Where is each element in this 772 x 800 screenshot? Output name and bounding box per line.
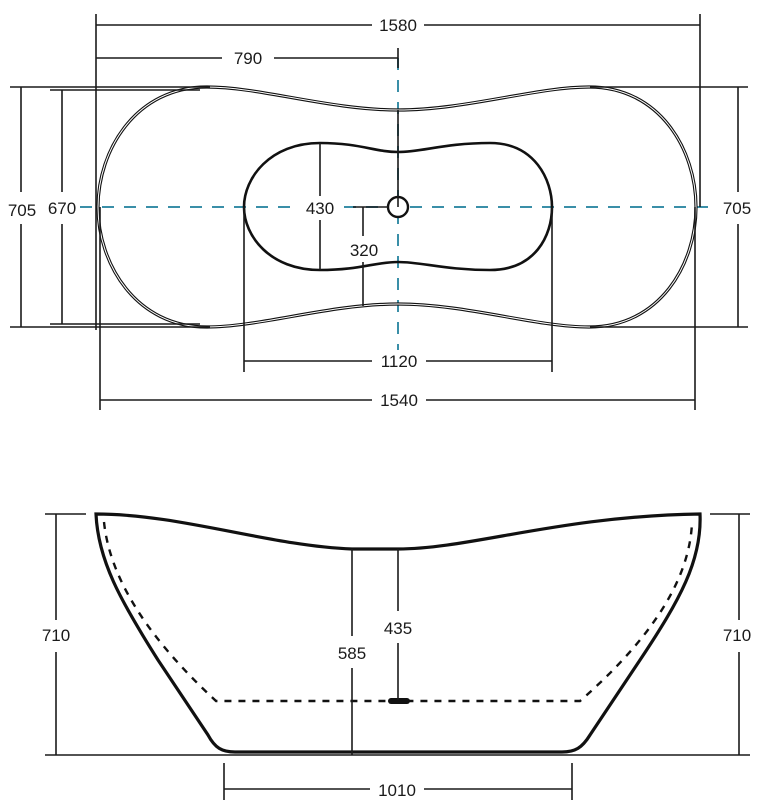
drain-plug-icon [388,698,410,704]
label-705-right: 705 [723,199,751,218]
dim-height-left: 710 [42,513,86,755]
dim-width-right: 705 [590,86,751,328]
side-view: 710 710 585 435 1010 [42,512,751,800]
top-view: 1580 790 705 670 [8,14,751,411]
dim-basin-width: 430 [300,143,340,270]
label-1580: 1580 [379,16,417,35]
dim-center-rim-height: 585 [338,549,366,755]
dim-base-length-top: 1540 [99,207,696,411]
label-435: 435 [384,619,412,638]
label-585: 585 [338,644,366,663]
label-710-right: 710 [723,626,751,645]
label-670: 670 [48,199,76,218]
label-1540: 1540 [380,391,418,410]
dim-waist-width: 320 [350,206,388,306]
dim-half-length: 790 [96,47,399,69]
label-1120: 1120 [381,352,418,371]
dim-width-left: 705 [8,86,210,328]
label-705-left: 705 [8,201,36,220]
label-790: 790 [234,49,262,68]
label-1010: 1010 [378,781,416,800]
dim-overall-length: 1580 [95,14,701,330]
label-430: 430 [306,199,334,218]
dim-basin-length: 1120 [243,207,553,372]
dim-height-right: 710 [710,513,751,755]
tub-outer-rim [96,85,698,329]
dim-rim-width: 670 [48,89,200,325]
label-710-left: 710 [42,626,70,645]
label-320: 320 [350,241,378,260]
inner-basin-outline [242,141,554,272]
dim-base-length-side: 1010 [223,763,573,800]
dim-drain-depth: 435 [384,549,412,700]
tub-side-profile [94,512,702,754]
